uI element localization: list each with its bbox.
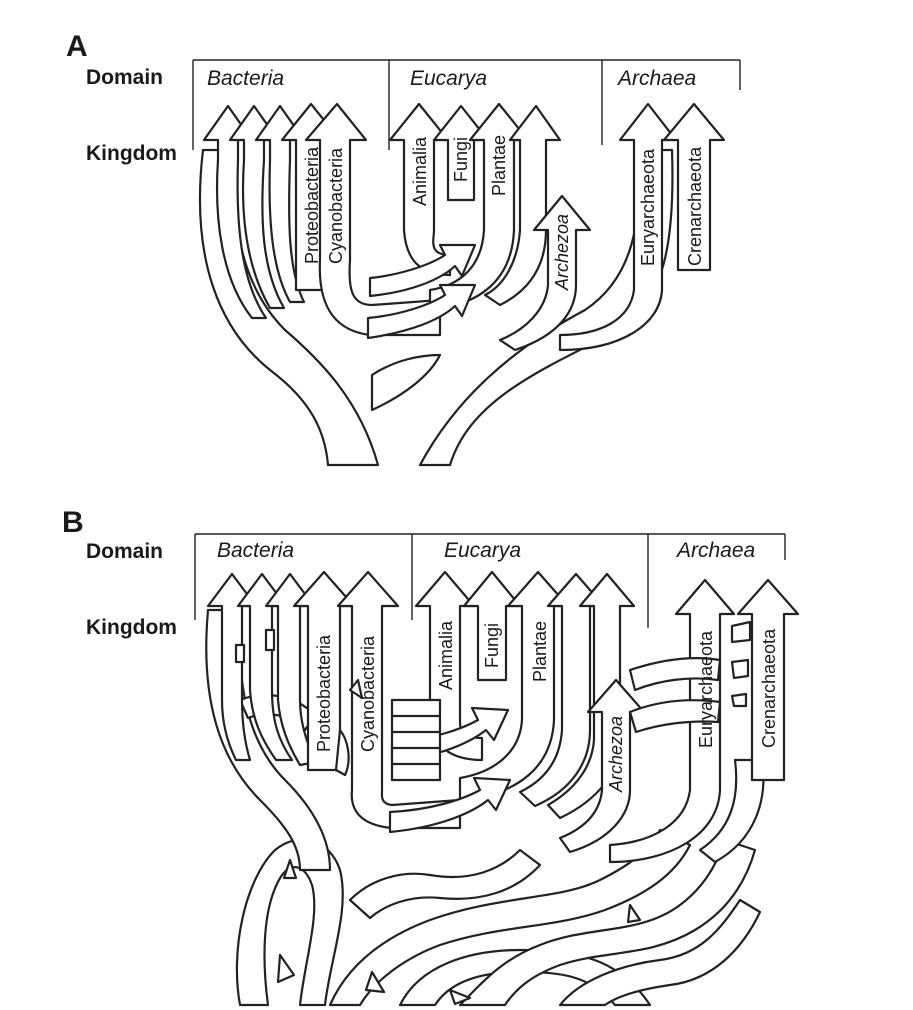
panel-a-kingdom-proteobacteria: Proteobacteria bbox=[302, 146, 322, 264]
panel-b-archaea-gap-1 bbox=[732, 622, 750, 642]
panel-a-letter: A bbox=[66, 30, 88, 63]
panel-a-kingdom-archezoa: Archezoa bbox=[552, 214, 572, 291]
panel-b-root-gap-4 bbox=[628, 905, 640, 922]
panel-b-kingdom-row-label: Kingdom bbox=[86, 616, 177, 639]
panel-a-domain-bacteria: Bacteria bbox=[207, 67, 284, 90]
panel-b-kingdom-animalia: Animalia bbox=[436, 620, 456, 690]
panel-a-domain-row-label: Domain bbox=[86, 66, 163, 89]
panel-b-root-gap-3 bbox=[278, 955, 294, 982]
panel-a-kingdom-fungi: Fungi bbox=[451, 137, 471, 182]
panel-b-domain-archaea: Archaea bbox=[675, 539, 755, 562]
panel-b-letter: B bbox=[62, 506, 84, 539]
panel-a-domain-archaea: Archaea bbox=[616, 67, 696, 90]
panel-b-transfer-ladder bbox=[392, 700, 440, 780]
panel-b-kingdom-archezoa: Archezoa bbox=[606, 716, 626, 793]
panel-b: B Domain Kingdom Bacteria Eucarya Archae… bbox=[62, 506, 798, 1005]
panel-b-bacteria-gap-2 bbox=[266, 630, 274, 650]
panel-a-kingdom-animalia: Animalia bbox=[410, 136, 430, 206]
panel-a-domain-eucarya: Eucarya bbox=[410, 67, 487, 90]
panel-a-kingdom-cyanobacteria: Cyanobacteria bbox=[326, 147, 346, 264]
panel-b-kingdom-euryarchaeota: Euryarchaeota bbox=[696, 630, 716, 748]
panel-b-domain-row-label: Domain bbox=[86, 540, 163, 563]
panel-a-kingdom-row-label: Kingdom bbox=[86, 142, 177, 165]
panel-b-kingdom-cyanobacteria: Cyanobacteria bbox=[358, 635, 378, 752]
panel-a-transfer-wedge bbox=[372, 355, 440, 410]
panel-b-archaea-gap-2 bbox=[732, 660, 748, 678]
panel-b-domain-eucarya: Eucarya bbox=[444, 539, 521, 562]
panel-b-archaea-gap-3 bbox=[732, 694, 746, 706]
panel-a-kingdom-euryarchaeota: Euryarchaeota bbox=[638, 148, 658, 266]
panel-a-kingdom-plantae: Plantae bbox=[489, 135, 509, 196]
panel-b-kingdom-plantae: Plantae bbox=[530, 621, 550, 682]
panel-b-kingdom-crenarchaeota: Crenarchaeota bbox=[759, 628, 779, 748]
panel-b-bacteria-gap-1 bbox=[236, 645, 244, 662]
panel-b-kingdom-fungi: Fungi bbox=[482, 623, 502, 668]
panel-b-domain-bacteria: Bacteria bbox=[217, 539, 294, 562]
panel-b-kingdom-proteobacteria: Proteobacteria bbox=[314, 634, 334, 752]
panel-a: A Domain Kingdom Bacteria Eucarya Archae… bbox=[66, 30, 740, 465]
panel-a-kingdom-crenarchaeota: Crenarchaeota bbox=[685, 146, 705, 266]
